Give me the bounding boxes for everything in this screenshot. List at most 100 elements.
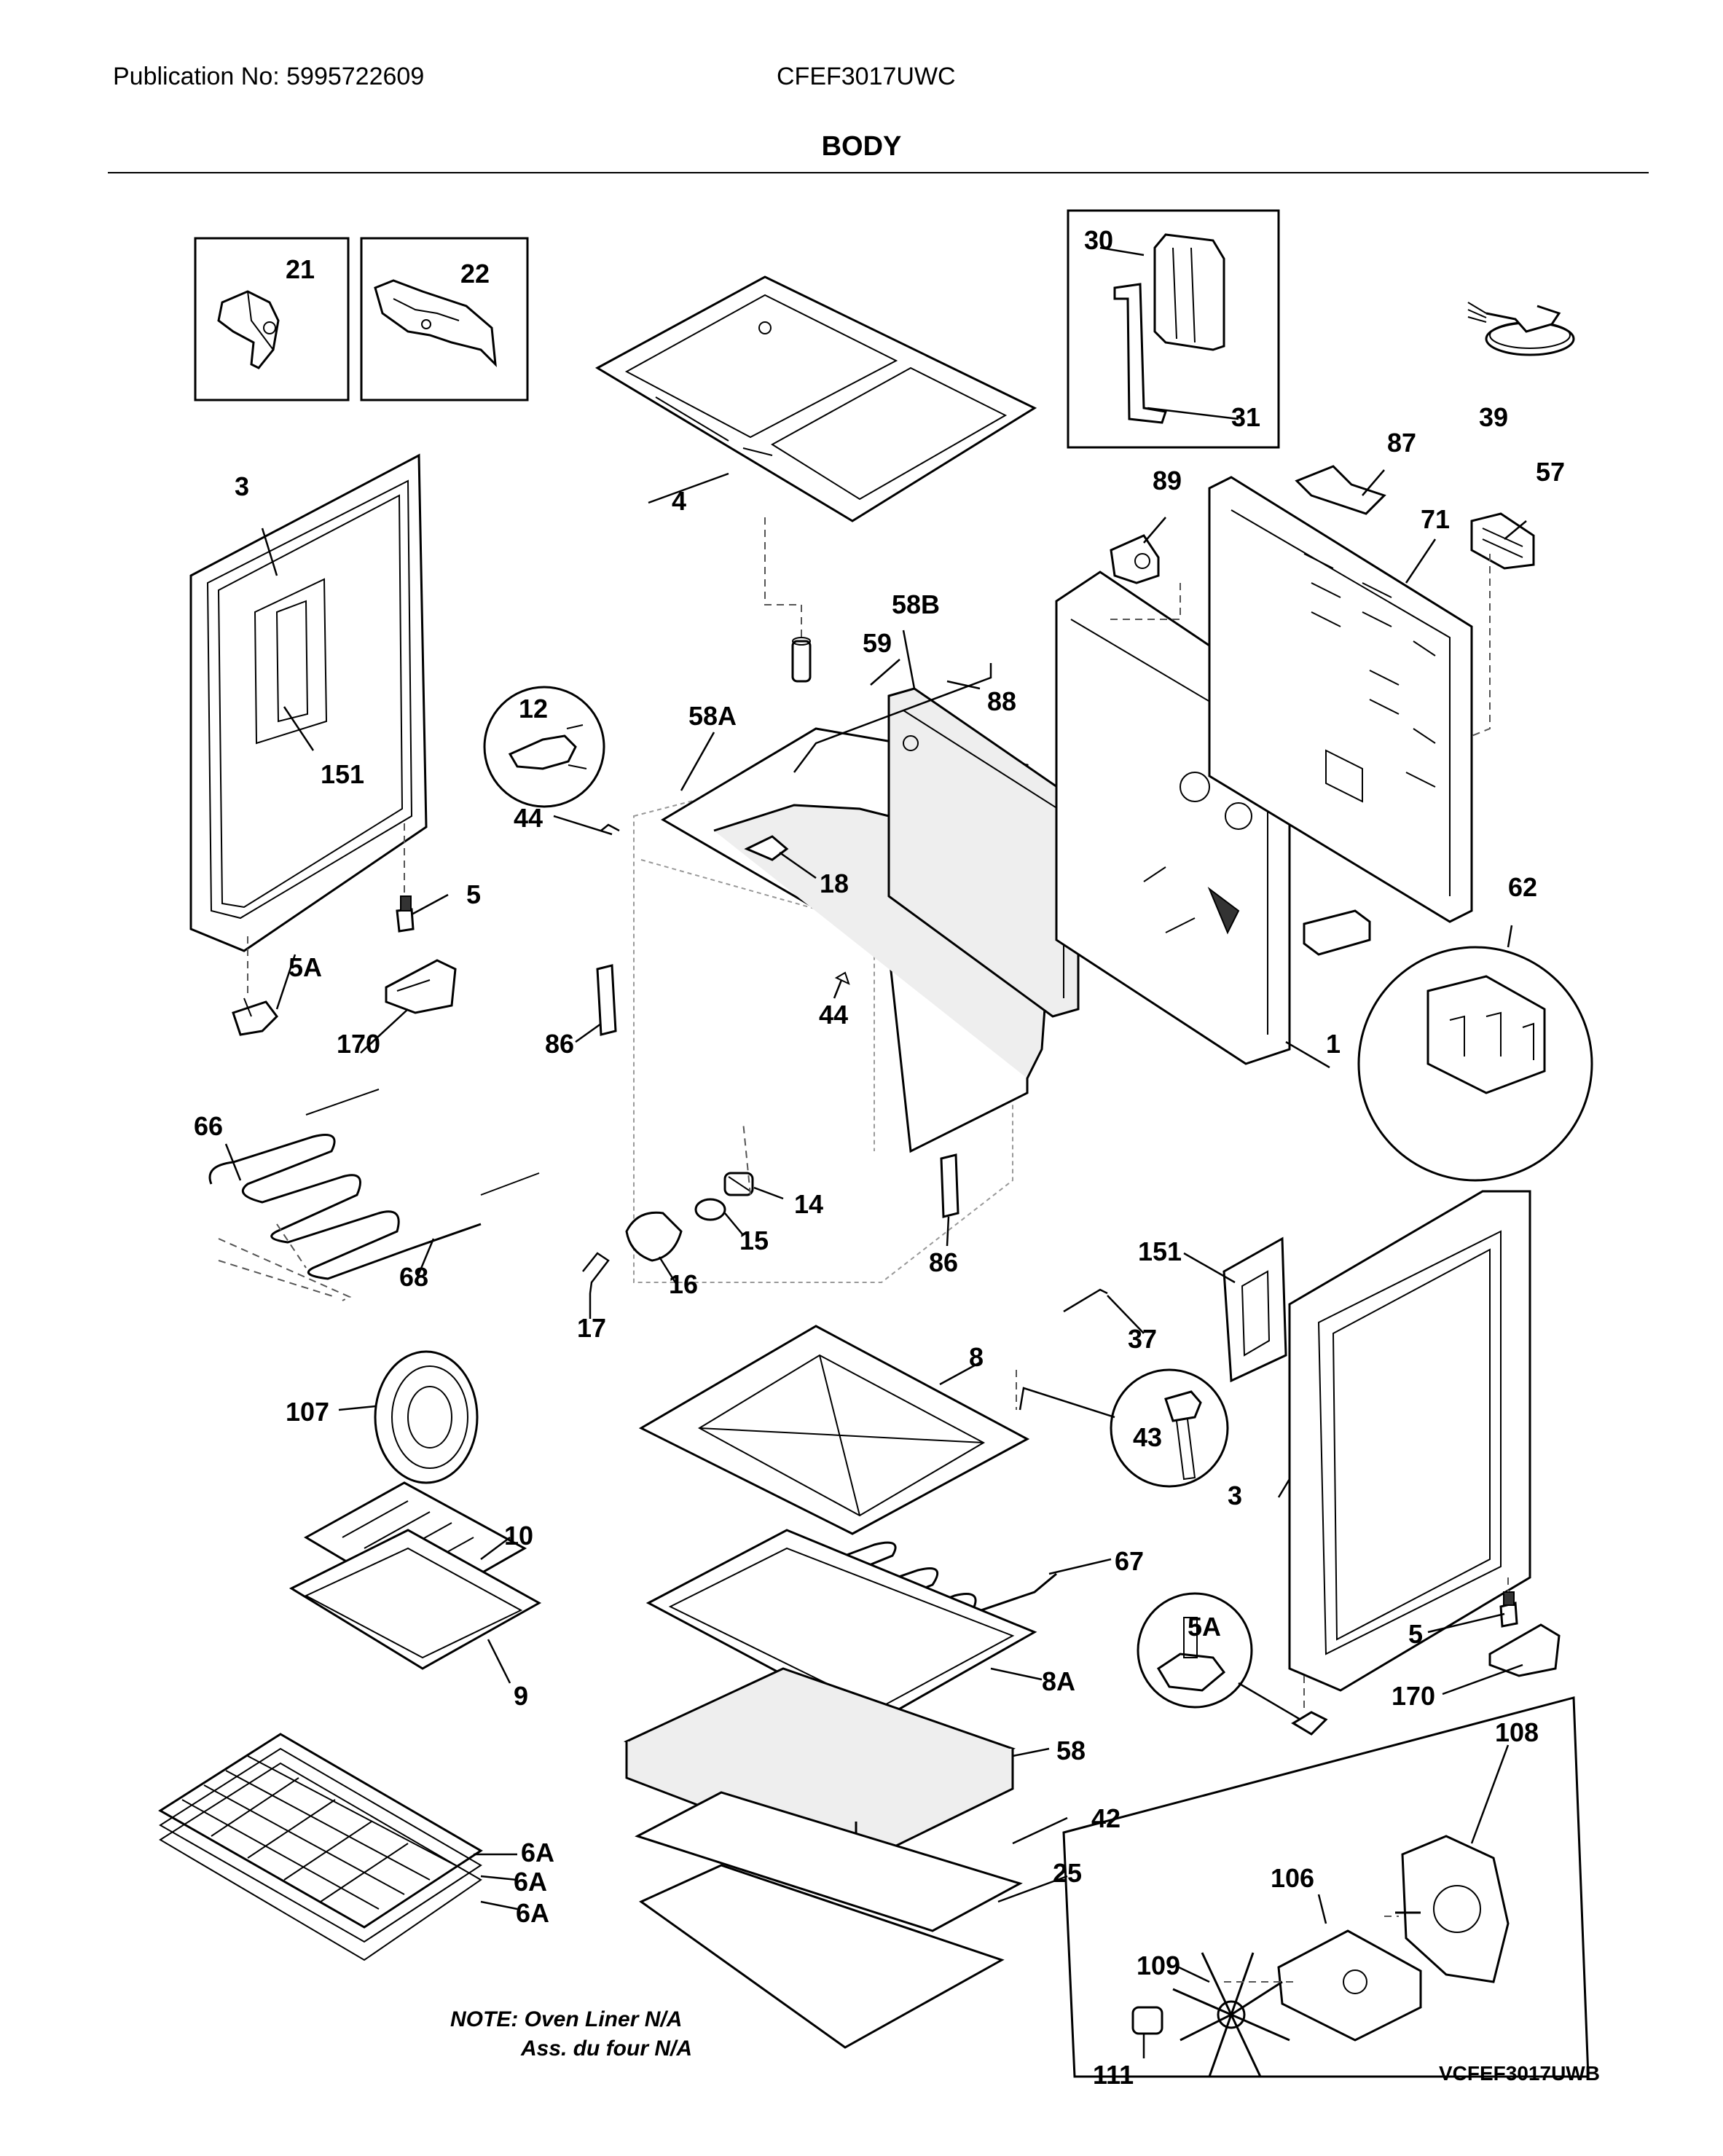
- label-86-a: 86: [545, 1029, 574, 1059]
- fan-assembly-inset: [1062, 1696, 1590, 2078]
- part-3-left-side-panel: [189, 453, 428, 952]
- section-title: BODY: [821, 131, 902, 162]
- label-39: 39: [1479, 402, 1508, 432]
- part-170-right-bracket: [1488, 1623, 1561, 1677]
- label-170-left: 170: [337, 1029, 380, 1059]
- label-8A: 8A: [1042, 1666, 1075, 1696]
- label-58: 58: [1056, 1736, 1086, 1765]
- part-67-broil-element: [755, 1541, 1057, 1648]
- label-89: 89: [1153, 466, 1182, 495]
- label-44-a: 44: [514, 803, 543, 833]
- label-107: 107: [286, 1397, 329, 1427]
- label-109: 109: [1137, 1951, 1180, 1980]
- part-43-inset: [1110, 1368, 1229, 1488]
- label-170-right: 170: [1392, 1681, 1435, 1711]
- part-68-element-bracket: [218, 1238, 352, 1301]
- label-5-left: 5: [466, 879, 481, 909]
- part-66-bake-element: [208, 1089, 540, 1280]
- part-42-plate: [635, 1791, 1023, 1932]
- label-10: 10: [504, 1521, 533, 1551]
- label-6A-b: 6A: [514, 1867, 547, 1897]
- label-1: 1: [1326, 1029, 1341, 1059]
- label-71: 71: [1421, 504, 1450, 534]
- part-12-inset: [483, 686, 605, 808]
- part-44-screw-a: [600, 823, 620, 832]
- part-4-top-panel: [594, 275, 1037, 522]
- part-39-power-cord: [1467, 302, 1575, 356]
- label-58B: 58B: [892, 589, 940, 619]
- part-58-insulation: [624, 1667, 1016, 1867]
- label-18: 18: [820, 869, 849, 898]
- part-59-fitting: [791, 637, 812, 683]
- label-62: 62: [1508, 872, 1537, 902]
- publication-number: Publication No: 5995722609: [113, 63, 425, 90]
- label-111: 111: [1093, 2060, 1134, 2090]
- part-9-broil-pan: [289, 1529, 542, 1670]
- part-86-hinge-receiver-a: [596, 964, 617, 1036]
- part-88-wire: [793, 663, 992, 773]
- part-15-bulb: [694, 1198, 726, 1221]
- label-5A-right: 5A: [1188, 1612, 1221, 1642]
- note-oven-liner: NOTE: Oven Liner N/A: [450, 2007, 683, 2031]
- part-62-terminal-block: [1303, 909, 1593, 1182]
- part-111-fan-nut: [1131, 2006, 1163, 2035]
- label-9: 9: [514, 1681, 528, 1711]
- part-89-bracket: [1110, 534, 1160, 584]
- label-59: 59: [863, 628, 892, 658]
- label-17: 17: [577, 1313, 606, 1343]
- part-21-inset: [194, 237, 350, 401]
- label-3-left: 3: [235, 471, 249, 501]
- label-15: 15: [739, 1226, 769, 1255]
- model-number: CFEF3017UWC: [777, 63, 956, 90]
- label-151-right: 151: [1138, 1236, 1182, 1266]
- part-5-right-leveler: [1499, 1591, 1518, 1628]
- label-6A-c: 6A: [516, 1898, 549, 1928]
- label-66: 66: [194, 1111, 223, 1141]
- part-106-fan-bracket: [1277, 1929, 1422, 2042]
- alignment-lines: [218, 517, 1509, 1983]
- part-108-fan-motor: [1395, 1835, 1510, 1983]
- label-8: 8: [969, 1342, 984, 1372]
- part-8-oven-bottom: [638, 1325, 1030, 1535]
- label-108: 108: [1495, 1717, 1539, 1747]
- label-67: 67: [1115, 1546, 1144, 1576]
- label-6A-a: 6A: [521, 1838, 554, 1867]
- part-5-left-leveler: [396, 895, 415, 933]
- label-22: 22: [460, 259, 490, 289]
- part-14-lamp-socket: [723, 1172, 754, 1196]
- part-6A-oven-racks: [158, 1733, 483, 1961]
- label-106: 106: [1271, 1863, 1314, 1893]
- label-3-right: 3: [1228, 1481, 1242, 1510]
- label-4: 4: [672, 486, 686, 516]
- label-151-left: 151: [321, 759, 364, 789]
- label-31: 31: [1231, 402, 1260, 432]
- diagram-id: VCFEF3017UWB: [1439, 2062, 1600, 2085]
- part-16-lens: [625, 1211, 683, 1262]
- part-170-left-bracket: [385, 959, 457, 1014]
- label-57: 57: [1536, 457, 1565, 487]
- header-rule: [108, 172, 1649, 173]
- label-68: 68: [399, 1262, 428, 1292]
- part-37-probe: [1063, 1288, 1108, 1313]
- part-30-31-inset: [1067, 209, 1280, 449]
- part-87-plate: [1295, 465, 1386, 515]
- part-25-plate: [639, 1864, 1005, 2049]
- part-71-rear-cover: [1208, 476, 1473, 923]
- label-14: 14: [794, 1189, 823, 1219]
- label-5-right: 5: [1408, 1619, 1423, 1649]
- part-22-inset: [360, 237, 529, 401]
- label-43: 43: [1133, 1422, 1162, 1452]
- label-37: 37: [1128, 1324, 1157, 1354]
- label-88: 88: [987, 686, 1016, 716]
- label-12: 12: [519, 694, 548, 724]
- part-107-fan-cover: [374, 1350, 479, 1484]
- label-25: 25: [1053, 1858, 1082, 1888]
- label-58A: 58A: [688, 701, 737, 731]
- label-42: 42: [1091, 1803, 1120, 1833]
- leader-lines: [224, 246, 1527, 2058]
- part-5A-left-leg: [232, 997, 278, 1036]
- part-18-clip: [744, 835, 789, 861]
- part-44-screw-b: [834, 971, 850, 985]
- label-86-b: 86: [929, 1247, 958, 1277]
